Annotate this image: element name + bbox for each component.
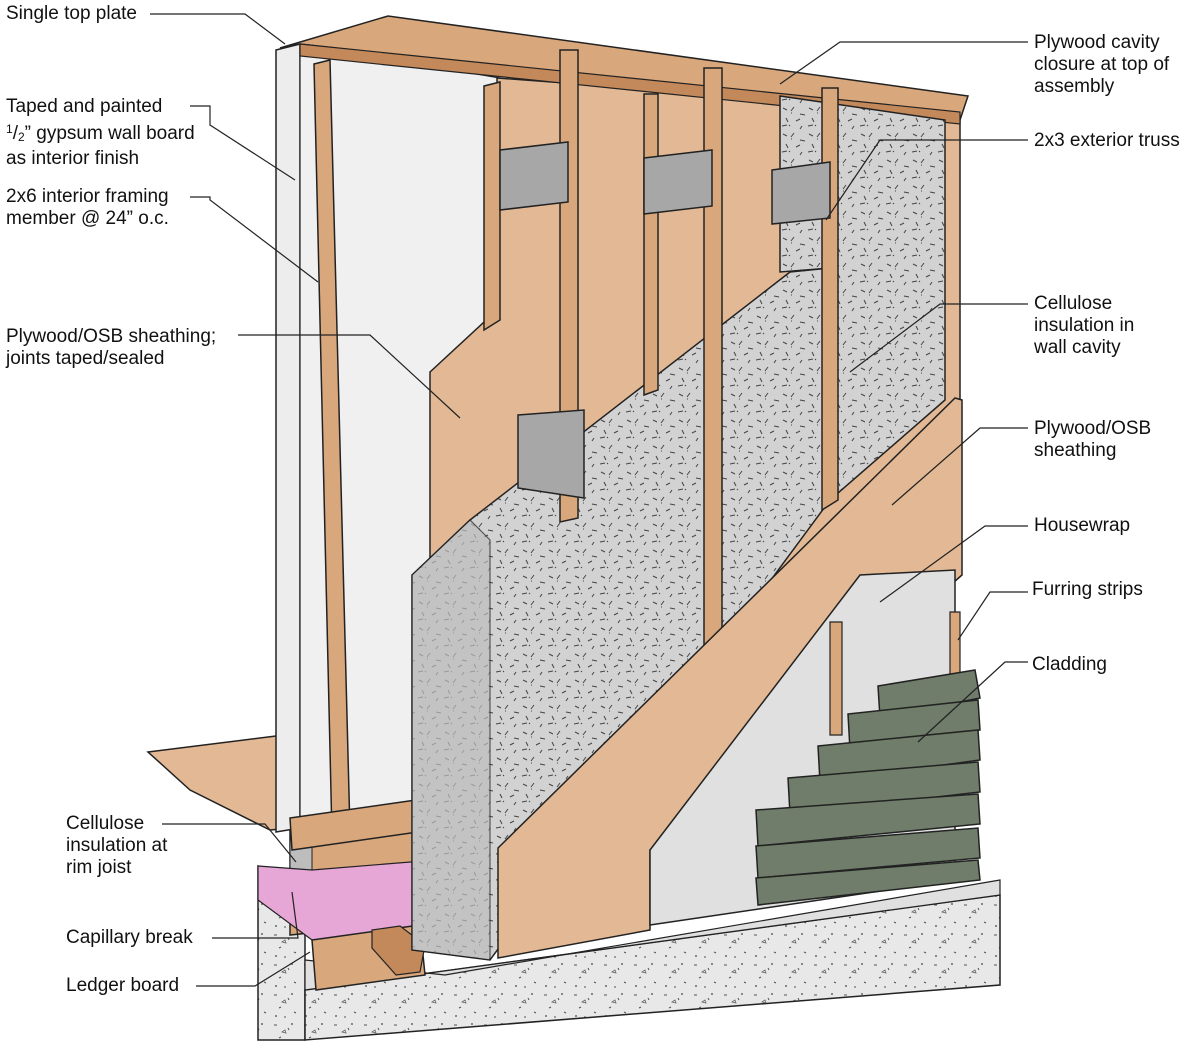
cladding-boards	[755, 669, 981, 906]
label-text: Single top plate	[6, 3, 137, 24]
label-exterior-truss: 2x3 exterior truss	[1034, 130, 1180, 152]
label-line-fraction: 1/2” gypsum wall board	[6, 122, 195, 144]
label-line: sheathing	[1034, 440, 1117, 461]
label-line: as interior finish	[6, 148, 140, 169]
label-housewrap: Housewrap	[1034, 515, 1130, 537]
label-text: Cladding	[1032, 654, 1107, 675]
furring-strip-shapes	[829, 611, 961, 736]
label-sheathing-inner: Plywood/OSB sheathing; joints taped/seal…	[6, 326, 216, 370]
label-line: ” gypsum wall board	[24, 123, 195, 144]
label-text: Furring strips	[1032, 579, 1143, 600]
label-gypsum: Taped and painted 1/2” gypsum wall board…	[6, 96, 195, 170]
label-line: wall cavity	[1034, 337, 1121, 358]
label-cellulose-rim: Cellulose insulation at rim joist	[66, 813, 167, 879]
fraction-numerator: 1	[6, 122, 13, 136]
fraction-denominator: 2	[17, 130, 25, 144]
label-line: insulation at	[66, 835, 168, 856]
label-capillary-break: Capillary break	[66, 927, 193, 949]
label-cladding: Cladding	[1032, 654, 1107, 676]
subfloor-plywood	[146, 733, 293, 831]
label-text: Ledger board	[66, 975, 180, 996]
label-interior-framing: 2x6 interior framing member @ 24” o.c.	[6, 186, 169, 230]
label-text: Housewrap	[1034, 515, 1131, 536]
label-text: Capillary break	[66, 927, 193, 948]
label-furring-strips: Furring strips	[1032, 579, 1143, 601]
label-line: rim joist	[66, 857, 132, 878]
label-ledger-board: Ledger board	[66, 975, 179, 997]
gusset-plates	[499, 141, 831, 499]
label-line: joints taped/sealed	[6, 348, 165, 369]
top-plate-shape	[279, 15, 969, 121]
label-line: Taped and painted	[6, 96, 163, 117]
label-line: assembly	[1034, 76, 1115, 97]
label-text: 2x3 exterior truss	[1034, 130, 1180, 151]
label-line: insulation in	[1034, 315, 1135, 336]
gypsum-board	[275, 43, 301, 833]
label-single-top-plate: Single top plate	[6, 3, 137, 25]
label-plywood-closure: Plywood cavity closure at top of assembl…	[1034, 32, 1169, 98]
label-line: 2x6 interior framing	[6, 186, 169, 207]
label-line: Cellulose	[1034, 293, 1113, 314]
label-line: Cellulose	[66, 813, 145, 834]
label-line: Plywood/OSB	[1034, 418, 1152, 439]
leader-lines	[150, 13, 1028, 987]
label-line: Plywood cavity	[1034, 32, 1160, 53]
label-line: member @ 24” o.c.	[6, 208, 169, 229]
label-cellulose-cavity: Cellulose insulation in wall cavity	[1034, 293, 1134, 359]
ledger-board-shape	[311, 924, 426, 991]
label-sheathing-outer: Plywood/OSB sheathing	[1034, 418, 1151, 462]
label-line: Plywood/OSB sheathing;	[6, 326, 217, 347]
label-line: closure at top of	[1034, 54, 1170, 75]
